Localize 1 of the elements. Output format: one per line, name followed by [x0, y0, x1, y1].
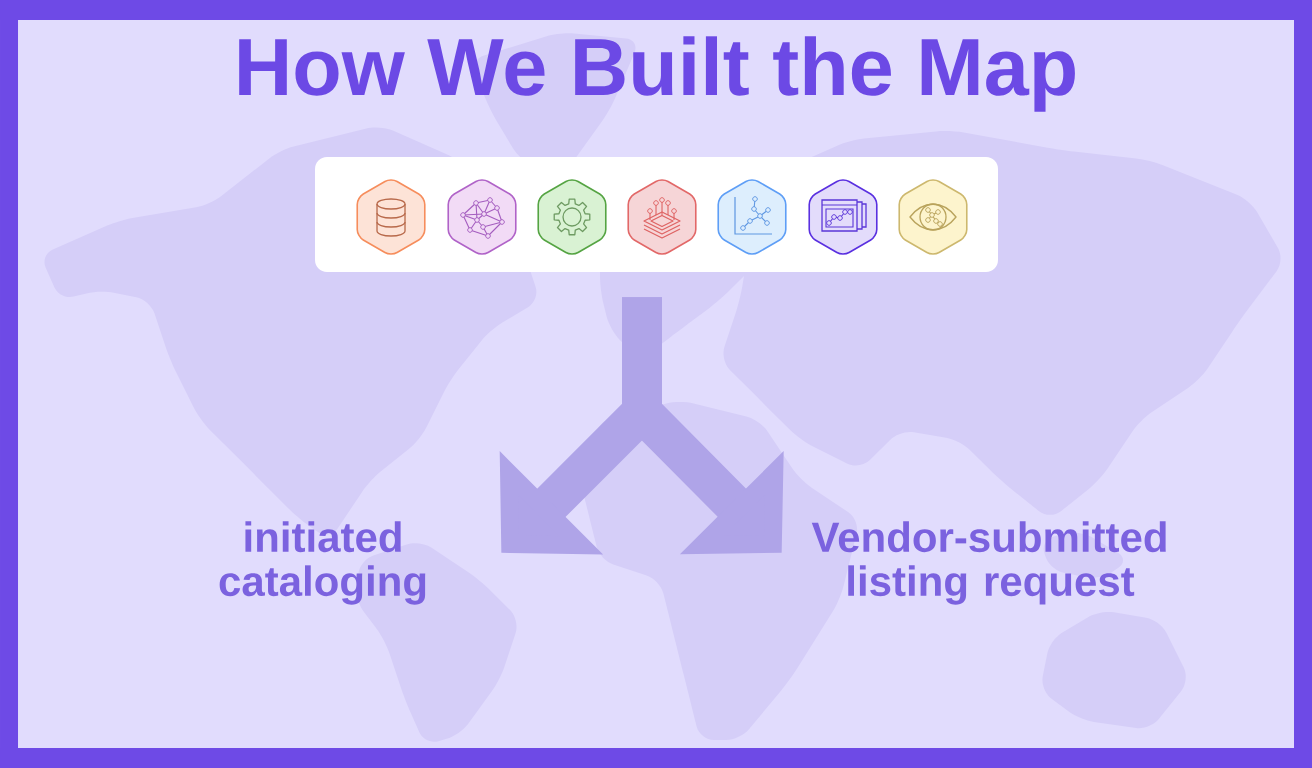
title: How We Built the Map [239, 36, 1075, 112]
